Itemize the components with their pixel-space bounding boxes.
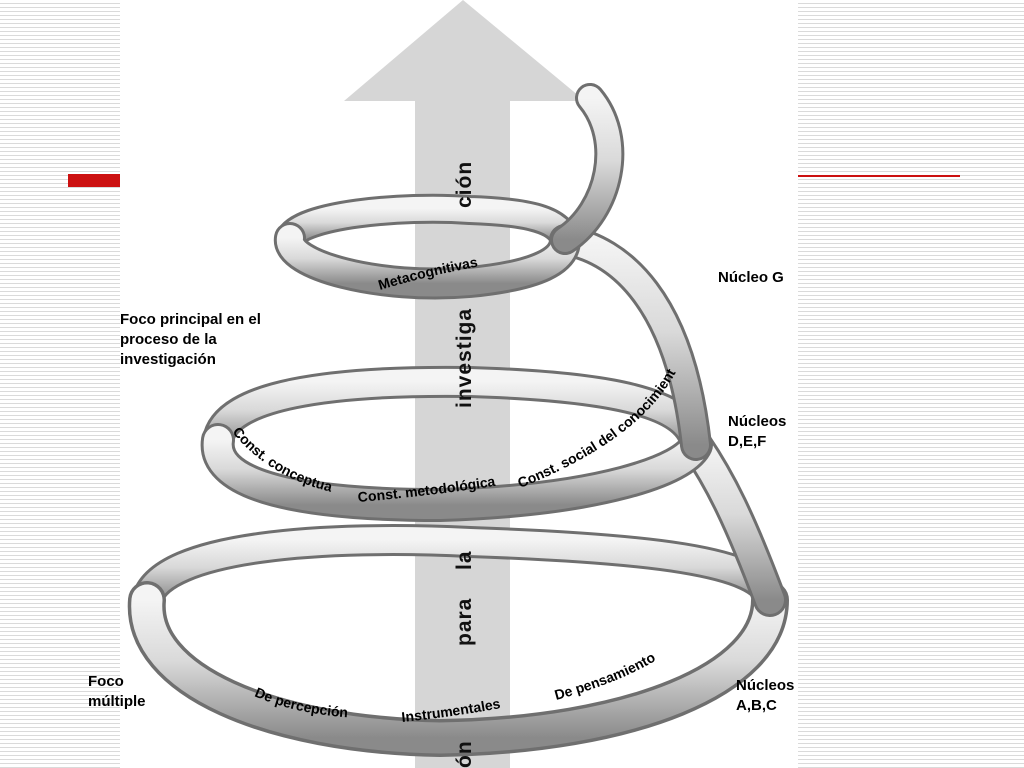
red-accent-line — [798, 175, 960, 177]
arrow-word-2: para — [453, 598, 476, 646]
label-focus-main: Foco principal en el proceso de la inves… — [120, 311, 261, 368]
label-focus-multiple: Foco múltiple — [88, 673, 146, 710]
red-accent-bar — [68, 174, 120, 187]
label-nuclei-abc: Núcleos A,B,C — [736, 677, 795, 714]
arrow-word-5: ción — [453, 161, 476, 208]
arrow-word-1: ón — [453, 740, 476, 768]
label-nuclei-def: Núcleos D,E,F — [728, 413, 787, 450]
label-nucleus-g: Núcleo G — [718, 269, 784, 286]
arrow-word-4: investiga — [453, 308, 476, 408]
arrow-word-3: la — [453, 550, 476, 570]
